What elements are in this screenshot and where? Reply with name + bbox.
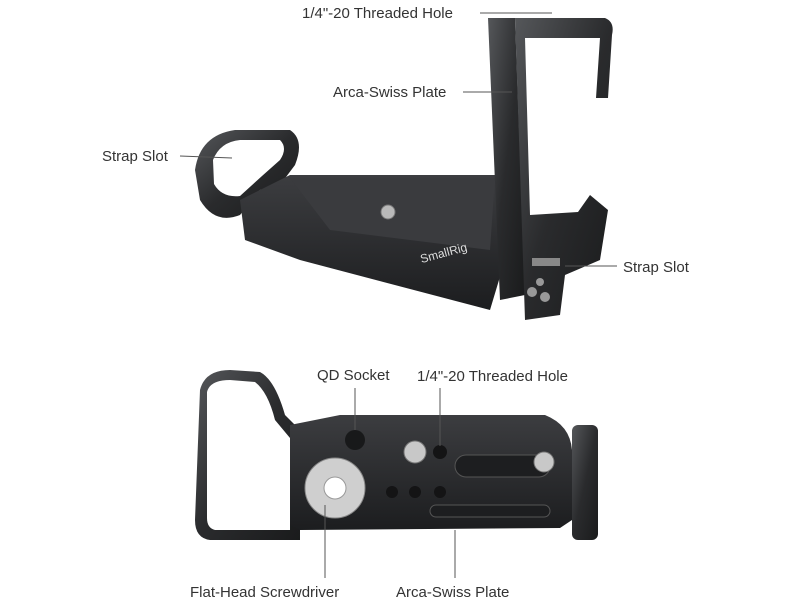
label-arca-plate-top: Arca-Swiss Plate: [333, 84, 447, 101]
label-screwdriver: Flat-Head Screwdriver: [190, 584, 340, 600]
side-clamp: [572, 425, 598, 540]
label-arca-plate-bottom: Arca-Swiss Plate: [396, 584, 510, 600]
l-bracket-3d: [195, 18, 613, 320]
label-strap-slot-right: Strap Slot: [623, 259, 689, 276]
camera-screw: [380, 204, 396, 220]
callout-lines: [179, 12, 617, 578]
label-threaded-hole-bottom: 1/4"-20 Threaded Hole: [417, 368, 568, 385]
label-threaded-hole-top: 1/4"-20 Threaded Hole: [302, 5, 453, 22]
threaded-hole: [433, 445, 447, 459]
grip-opening-bottom: [207, 380, 290, 530]
strap-slot-right: [532, 258, 560, 266]
vertical-plate: [488, 18, 525, 300]
qd-socket: [345, 430, 365, 450]
label-strap-slot-left: Strap Slot: [102, 148, 168, 165]
l-bracket-bottom: [195, 370, 598, 540]
grip-opening: [213, 140, 284, 197]
vertical-frame: [515, 18, 613, 320]
label-qd-socket: QD Socket: [317, 367, 390, 384]
